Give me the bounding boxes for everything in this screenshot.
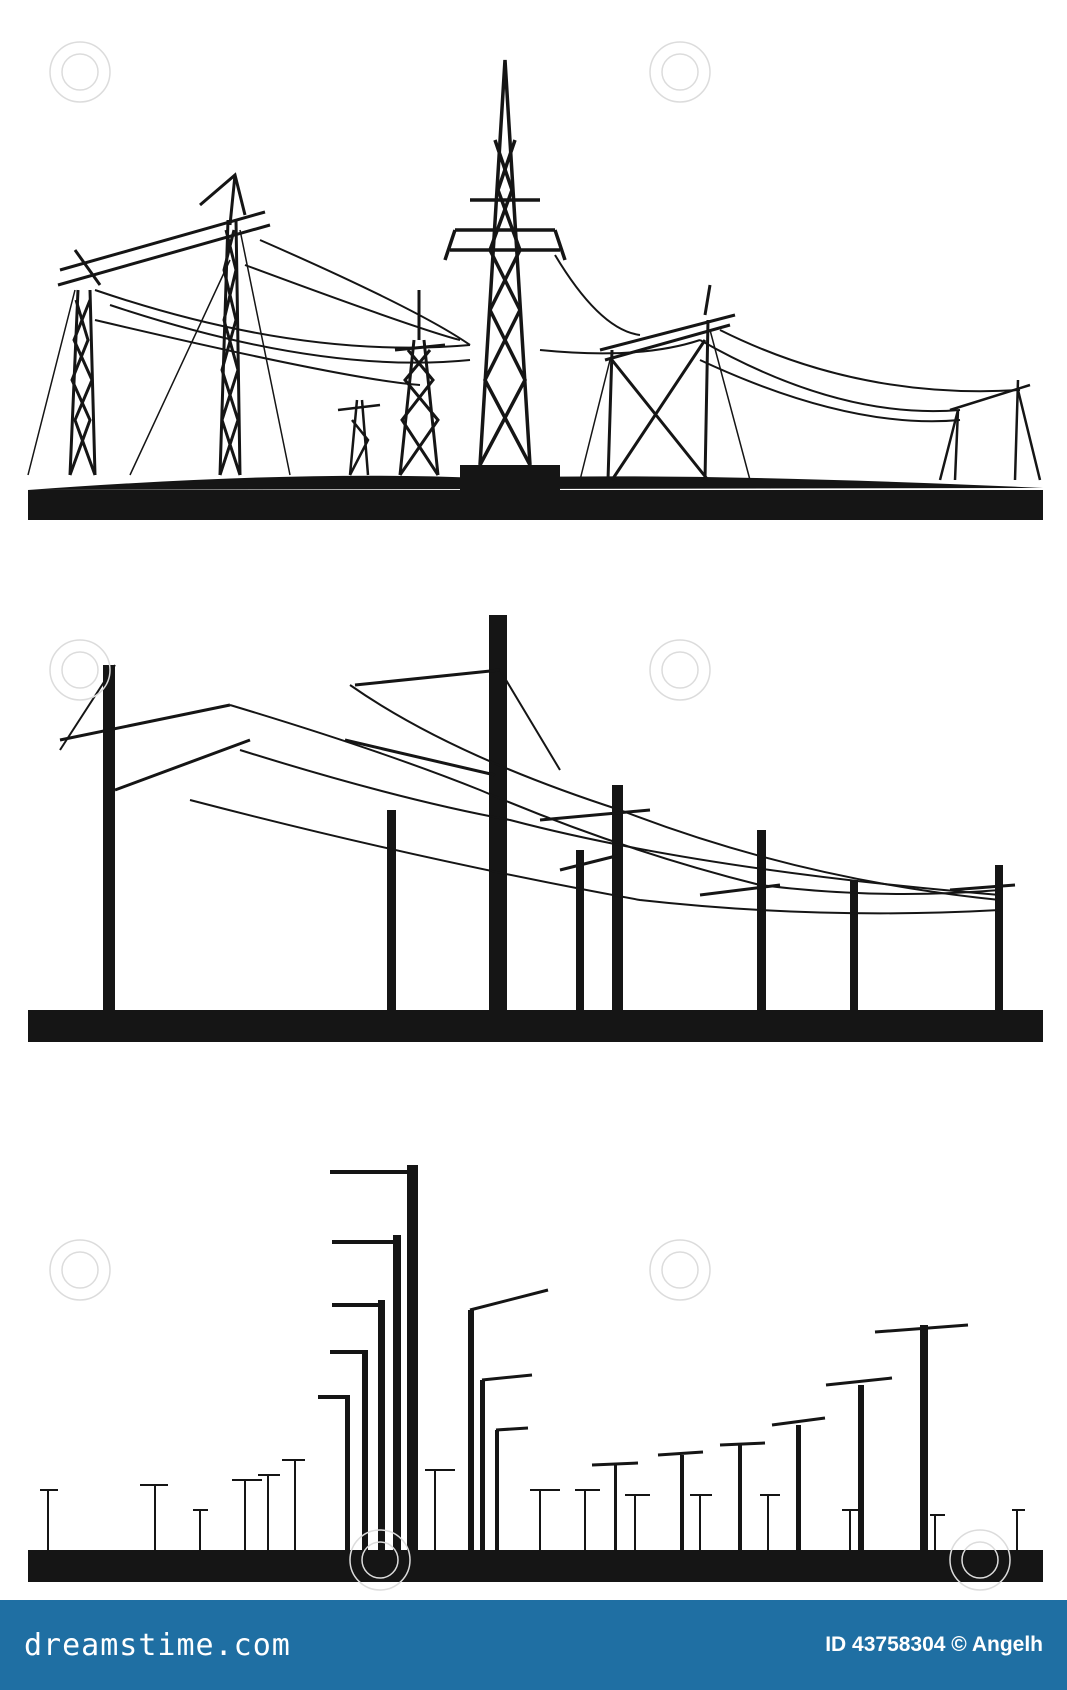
lamps-mid [468,1310,928,1550]
footer-bar: dreamstime.com ID 43758304 © Angelh [0,1600,1067,1690]
catenary-wires [59,664,1001,915]
lamp-heads-tall [318,1170,412,1399]
panel-transmission-towers [27,59,1043,520]
ground-strip [28,1010,1043,1042]
ground-strip [28,1550,1043,1582]
ground-strip [28,490,1043,520]
brand-name: dreamstime.com [24,1627,291,1663]
lamps-distant [40,1459,1025,1550]
tower-center [443,59,567,490]
tower-right-1 [599,284,736,481]
image-credit: ID 43758304 © Angelh [825,1633,1043,1656]
panel-street-lamps [28,1165,1043,1582]
catenary-poles [103,615,1003,1010]
power-lines [94,239,1021,423]
tower-right-2 [938,379,1042,481]
lamp-cluster-tall [345,1165,418,1550]
brand-logo[interactable]: dreamstime.com [24,1628,291,1663]
tower-left [57,172,271,476]
lamp-arms-mid [469,1288,969,1467]
illustration [27,41,1043,1591]
panel-railway-catenary [28,615,1043,1042]
watermark-overlay [49,41,1011,1591]
tower-small-1 [337,399,381,476]
